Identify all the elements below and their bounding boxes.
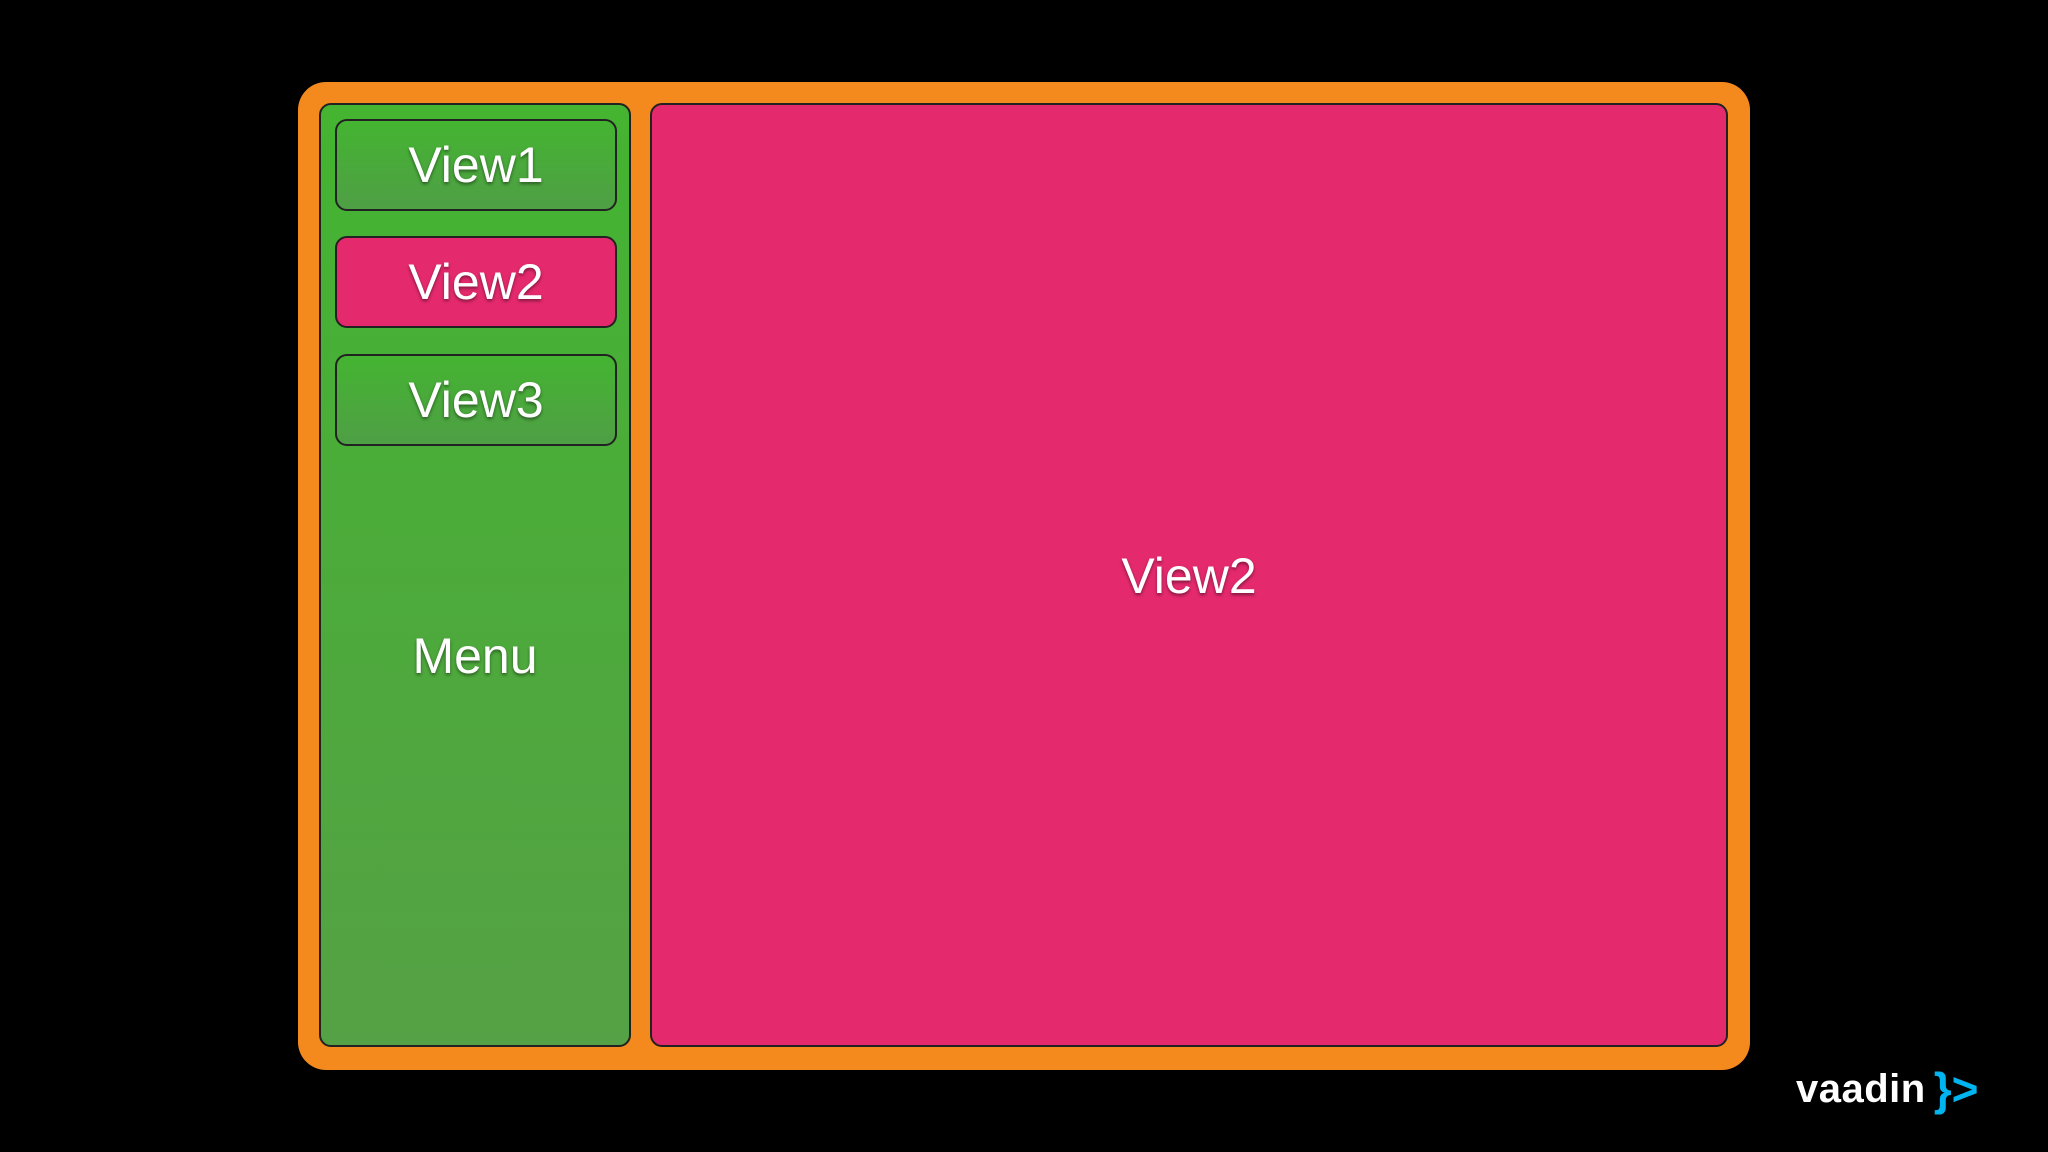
- menu-panel: View1 View2 View3 Menu: [319, 103, 631, 1047]
- view1-button[interactable]: View1: [335, 119, 617, 211]
- vaadin-logo-text: vaadin: [1796, 1066, 1926, 1111]
- vaadin-logo-mark: }>: [1933, 1063, 1979, 1115]
- view1-button-label: View1: [408, 137, 544, 193]
- app-frame: View1 View2 View3 Menu View2: [298, 82, 1750, 1070]
- view3-button[interactable]: View3: [335, 354, 617, 446]
- view3-button-label: View3: [408, 372, 544, 428]
- vaadin-logo: vaadin }>: [1796, 1062, 1978, 1116]
- content-view-label: View2: [1121, 548, 1257, 604]
- view2-button[interactable]: View2: [335, 236, 617, 328]
- view2-button-label: View2: [408, 254, 544, 310]
- content-view-panel: View2: [650, 103, 1728, 1047]
- menu-label: Menu: [412, 628, 538, 684]
